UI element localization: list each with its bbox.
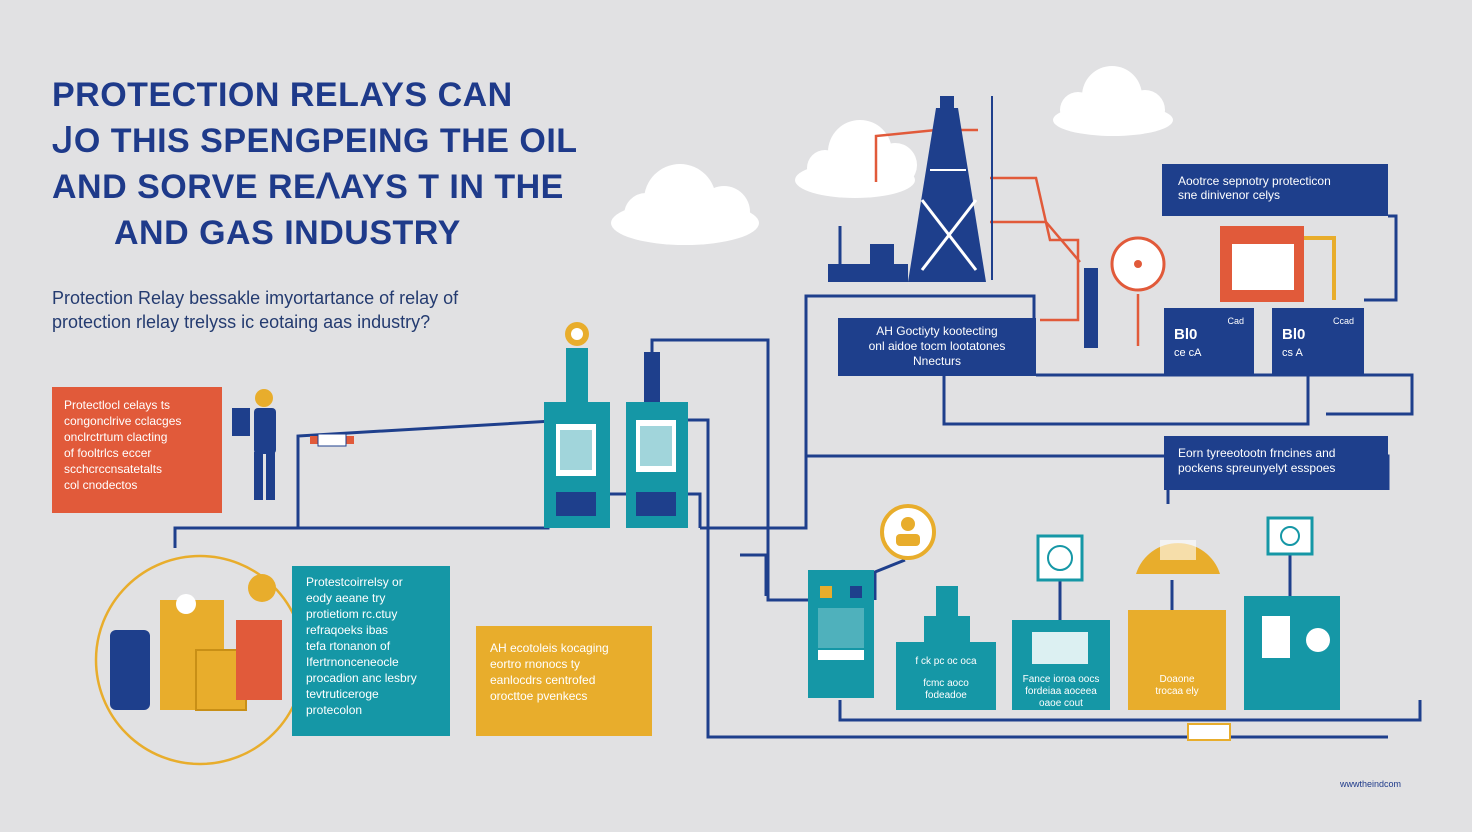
relay-card-1: Cad Bl0 ce cA bbox=[1164, 308, 1254, 374]
info-line: eanlocdrs centrofed bbox=[490, 673, 596, 687]
relay-card-tag: Cad bbox=[1227, 316, 1244, 326]
panel-3 bbox=[1128, 610, 1226, 710]
oil-derrick-icon bbox=[828, 96, 993, 282]
small-device-icon bbox=[1187, 723, 1231, 741]
page-title: PROTECTION RELAYS CAN ᒍO THIS SPENGPEING… bbox=[52, 72, 672, 256]
cloud-icon bbox=[611, 164, 759, 245]
subtitle: Protection Relay bessakle imyortartance … bbox=[52, 286, 572, 334]
title-line-1: PROTECTION RELAYS CAN bbox=[52, 76, 513, 114]
relay-cabinet-icon bbox=[626, 352, 688, 528]
info-line: Protectlocl celays ts bbox=[64, 398, 171, 412]
clock-badge-icon bbox=[1036, 534, 1084, 582]
relay-card-code: Bl0 bbox=[1282, 326, 1306, 343]
title-line-3: AND SORVE REꓥAYS T IN THE bbox=[52, 168, 564, 206]
relay-card-sub: cs A bbox=[1282, 347, 1303, 359]
info-line: sne dinivenor celys bbox=[1178, 188, 1281, 202]
info-line: pockens spreunyelyt esspoes bbox=[1178, 461, 1336, 475]
info-line: AH Goctiyty kootecting bbox=[876, 324, 998, 338]
cloud-icon bbox=[1053, 66, 1173, 136]
relay-panel-icon bbox=[808, 570, 874, 698]
info-line: protietiom rc.ctuy bbox=[306, 607, 398, 621]
fuse-icon bbox=[310, 433, 354, 447]
relay-card-tag: Ccad bbox=[1332, 316, 1354, 326]
info-line: col cnodectos bbox=[64, 478, 138, 492]
panel-text: Fance ioroa oocs bbox=[1022, 674, 1100, 685]
info-line: eortro rnonocs ty bbox=[490, 657, 581, 671]
panel-1-label: f ck pc oc oca fcmc aoco fodeadoe bbox=[900, 656, 992, 702]
info-line: scchcrccnsatetalts bbox=[64, 462, 163, 476]
panel-text: Doaone bbox=[1159, 674, 1195, 685]
panel-text: f ck pc oc oca bbox=[915, 656, 977, 667]
info-line: onl aidoe tocm lootatones bbox=[868, 339, 1006, 353]
info-line: tefa rtonanon of bbox=[306, 639, 391, 653]
info-line: orocttoe pvenkecs bbox=[490, 689, 588, 703]
gauge-icon bbox=[1110, 236, 1166, 292]
info-box-yellow: AH ecotoleis kocaging eortro rnonocs ty … bbox=[476, 626, 652, 736]
person-badge-icon bbox=[880, 504, 936, 560]
info-box-navy-middle: AH Goctiyty kootecting onl aidoe tocm lo… bbox=[838, 318, 1036, 376]
info-line: Aootrce sepnotry protecticon bbox=[1178, 174, 1331, 188]
panel-text: fordeiaa aoceea bbox=[1025, 686, 1097, 697]
panel-1 bbox=[896, 642, 996, 710]
footer-url: wwwtheindcom bbox=[1340, 779, 1402, 789]
panel-text: fcmc aoco bbox=[923, 678, 969, 689]
info-line: tevtruticeroge bbox=[306, 687, 379, 701]
info-line: AH ecotoleis kocaging bbox=[490, 641, 609, 655]
panel-text: trocaa ely bbox=[1155, 686, 1199, 697]
relay-card-code: Bl0 bbox=[1174, 326, 1198, 343]
info-line: Eorn tyreeotootn frncines and bbox=[1178, 446, 1336, 460]
title-line-2: ᒍO THIS SPENGPEING THE OIL bbox=[52, 122, 578, 160]
transformer-icon bbox=[94, 554, 306, 766]
info-box-navy-lower-right: Eorn tyreeotootn frncines and pockens sp… bbox=[1164, 436, 1388, 490]
info-box-teal: Protestcoirrelsy or eody aeane try proti… bbox=[292, 566, 450, 736]
cloud-icon bbox=[795, 120, 917, 198]
relay-card-sub: ce cA bbox=[1174, 347, 1202, 359]
subtitle-line-2: protection rlelay trelyss ic eotaing aas… bbox=[52, 312, 431, 332]
info-line: Protestcoirrelsy or bbox=[306, 575, 403, 589]
panel-text: oaoe cout bbox=[1039, 698, 1083, 709]
panel-3-label: Doaone trocaa ely bbox=[1130, 674, 1224, 698]
relay-panel-icon bbox=[924, 586, 970, 642]
info-line: Ifertrnonceneocle bbox=[306, 655, 399, 669]
subtitle-line-1: Protection Relay bessakle imyortartance … bbox=[52, 288, 459, 308]
panel-2-label: Fance ioroa oocs fordeiaa aoceea oaoe co… bbox=[1014, 674, 1108, 710]
panel-4 bbox=[1244, 596, 1340, 710]
settings-badge-icon bbox=[1266, 516, 1314, 556]
info-line: procadion anc lesbry bbox=[306, 671, 417, 685]
relay-cabinet-icon bbox=[544, 322, 610, 528]
info-line: of fooltrlcs eccer bbox=[64, 446, 152, 460]
title-line-4: AND GAS INDUSTRY bbox=[114, 214, 461, 252]
info-box-navy-top-right: Aootrce sepnotry protecticon sne diniven… bbox=[1162, 164, 1388, 216]
info-line: congonclrive cclacges bbox=[64, 414, 182, 428]
relay-card-2: Ccad Bl0 cs A bbox=[1272, 308, 1364, 374]
info-line: eody aeane try bbox=[306, 591, 386, 605]
info-line: Nnecturs bbox=[912, 354, 962, 368]
worker-icon bbox=[232, 389, 276, 500]
info-line: refraqoeks ibas bbox=[306, 623, 389, 637]
info-line: protecolon bbox=[306, 703, 363, 717]
info-box-red: Protectlocl celays ts congonclrive cclac… bbox=[52, 387, 222, 513]
panel-text: fodeadoe bbox=[925, 690, 967, 701]
dome-badge-icon bbox=[1136, 540, 1220, 574]
info-line: onclrctrtum clacting bbox=[64, 430, 168, 444]
relay-unit-icon bbox=[1220, 226, 1304, 302]
relay-column-icon bbox=[1084, 268, 1098, 348]
